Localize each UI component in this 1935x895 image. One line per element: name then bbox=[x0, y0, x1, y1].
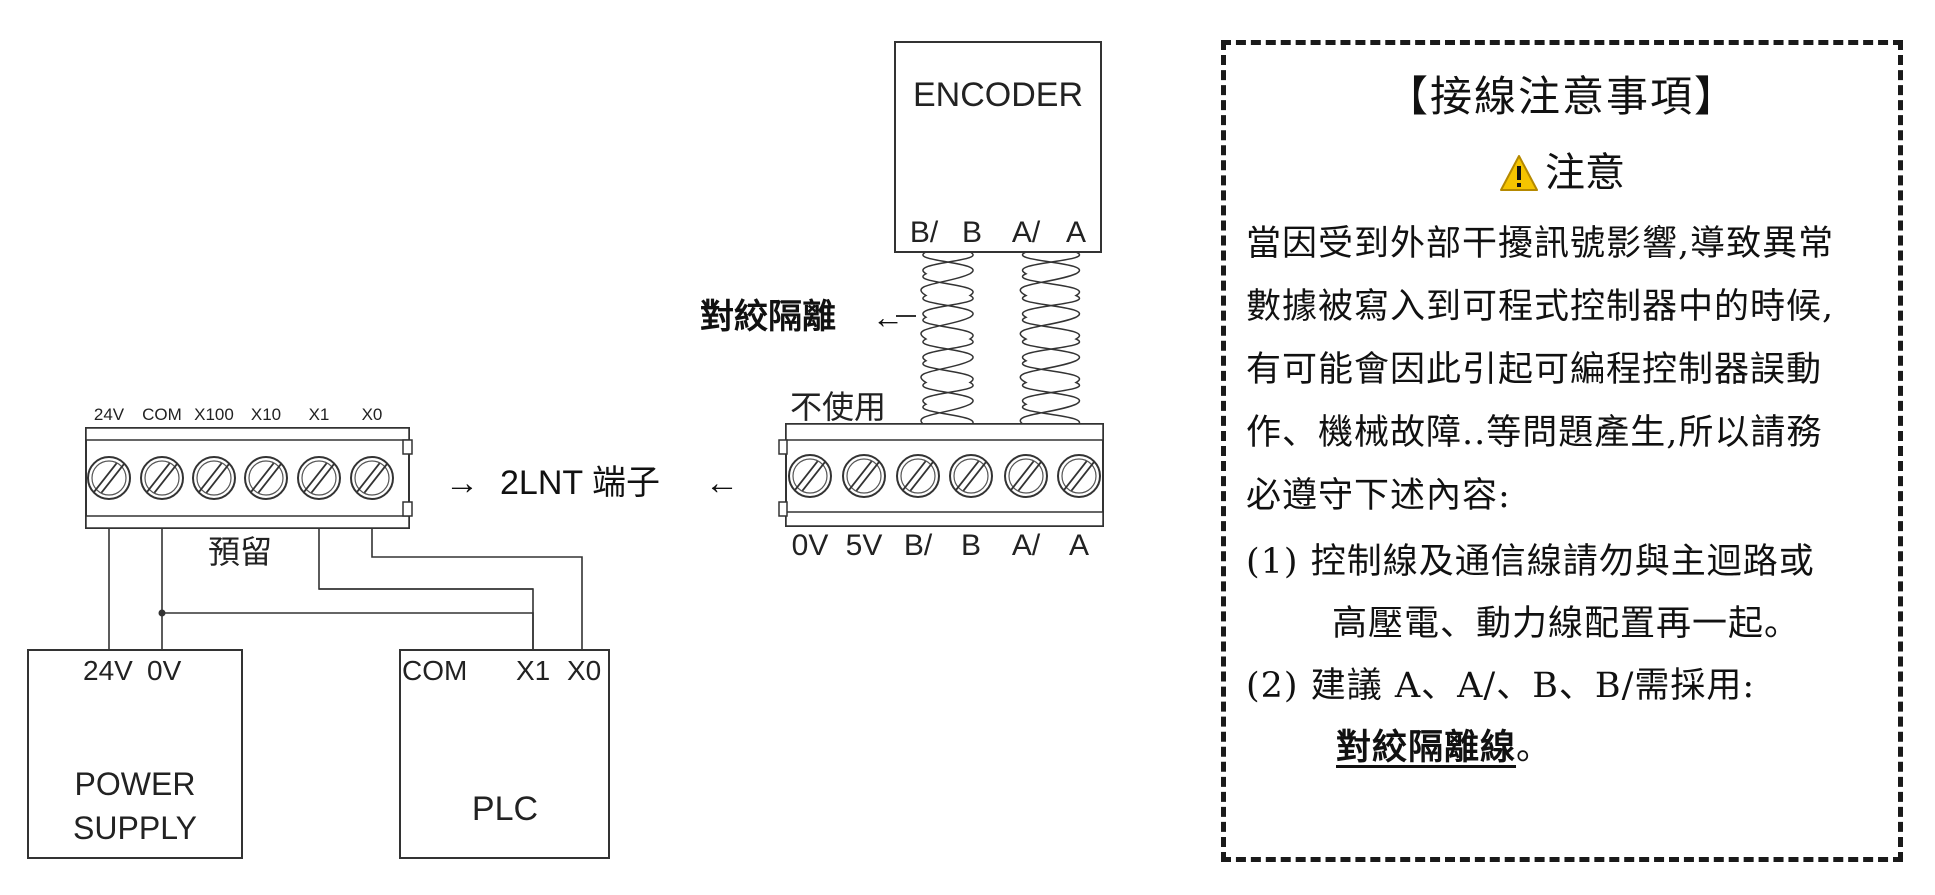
caution-heading: 注意 bbox=[1226, 140, 1898, 198]
notes-item-2: (2) 建議 A、A/、B、B/需採用: bbox=[1246, 655, 1882, 717]
plc-pin-com: COM bbox=[402, 655, 467, 686]
notes-title: 【接線注意事項】 bbox=[1385, 72, 1738, 121]
screw-left-3 bbox=[192, 456, 236, 500]
encoder-pin-b: B bbox=[962, 216, 982, 249]
twisted-pair-label: 對絞隔離 bbox=[700, 297, 836, 337]
junction-dot bbox=[158, 609, 166, 617]
screw-right-1 bbox=[788, 454, 832, 498]
plc-title: PLC bbox=[472, 790, 538, 828]
screw-right-3 bbox=[896, 454, 940, 498]
encoder-box bbox=[894, 41, 1102, 253]
terminal-label-x100: X100 bbox=[194, 405, 234, 424]
plc-box bbox=[399, 649, 610, 859]
item-1-number: (1) bbox=[1246, 542, 1299, 582]
notes-line-5: 必遵守下述內容: bbox=[1246, 476, 1511, 516]
plc-pin-x0: X0 bbox=[567, 655, 601, 686]
notes-line-1: 當因受到外部干擾訊號影響,導致異常 bbox=[1246, 224, 1835, 264]
screw-left-1 bbox=[87, 456, 131, 500]
twisted-pair-b bbox=[920, 251, 974, 427]
item-2-text: 建議 A、A/、B、B/需採用: bbox=[1310, 666, 1756, 706]
encoder-pin-b-bar: B/ bbox=[910, 216, 939, 249]
twisted-cable-emphasis: 對絞隔離線 bbox=[1336, 727, 1517, 768]
item-2-number: (2) bbox=[1246, 666, 1299, 706]
screw-right-5 bbox=[1004, 454, 1048, 498]
terminal-label-0v: 0V bbox=[792, 529, 829, 562]
terminal-label-x0: X0 bbox=[362, 405, 383, 424]
screw-left-5 bbox=[297, 456, 341, 500]
twisted-pair-a bbox=[1019, 251, 1080, 427]
notes-line-2: 數據被寫入到可程式控制器中的時候, bbox=[1246, 287, 1835, 327]
terminal-label-24v: 24V bbox=[94, 405, 125, 424]
wire-x0 bbox=[371, 528, 583, 650]
terminal-name-label: 2LNT 端子 bbox=[500, 464, 660, 502]
wire-com-plc bbox=[162, 612, 534, 650]
terminal-label-5v: 5V bbox=[846, 529, 883, 562]
item-1-continuation: 高壓電、動力線配置再一起。 bbox=[1332, 604, 1801, 644]
item-1-text: 控制線及通信線請勿與主迴路或 bbox=[1310, 542, 1815, 582]
unused-label: 不使用 bbox=[790, 388, 886, 426]
screw-left-4 bbox=[244, 456, 288, 500]
terminal-block-right bbox=[778, 423, 1104, 527]
warning-icon bbox=[1500, 155, 1538, 191]
arrow-left: ← bbox=[705, 464, 739, 502]
reserved-label: 預留 bbox=[208, 533, 272, 571]
encoder-pin-a-bar: A/ bbox=[1012, 216, 1041, 249]
encoder-title: ENCODER bbox=[913, 76, 1083, 114]
arrow-right: → bbox=[445, 464, 479, 502]
terminal-label-a-bar: A/ bbox=[1012, 529, 1041, 562]
screw-right-4 bbox=[949, 454, 993, 498]
notes-item-1: (1) 控制線及通信線請勿與主迴路或 bbox=[1246, 531, 1882, 593]
power-supply-box bbox=[27, 649, 243, 859]
item-2-continuation: 對絞隔離線。 bbox=[1246, 717, 1882, 779]
screw-left-6 bbox=[350, 456, 394, 500]
power-supply-line1: POWER bbox=[75, 766, 196, 802]
notes-body: 當因受到外部干擾訊號影響,導致異常 數據被寫入到可程式控制器中的時候, 有可能會… bbox=[1246, 213, 1882, 528]
terminal-label-com: COM bbox=[142, 405, 182, 424]
notes-line-3: 有可能會因此引起可編程控制器誤動 bbox=[1246, 350, 1823, 390]
terminal-block-left bbox=[85, 427, 413, 529]
terminal-label-x10: X10 bbox=[251, 405, 281, 424]
wiring-diagram: ENCODER B/ B A/ A 對絞隔離 ← 24V COM X100 X1… bbox=[27, 41, 1104, 859]
item-2-tail: 。 bbox=[1516, 728, 1553, 768]
encoder-pin-a: A bbox=[1066, 216, 1086, 249]
terminal-label-b: B bbox=[961, 529, 981, 562]
notes-line-4: 作、機械故障..等問題產生,所以請務 bbox=[1246, 413, 1823, 453]
screw-left-2 bbox=[140, 456, 184, 500]
wiring-notes-panel: 【接線注意事項】 注意 當因受到外部干擾訊號影響,導致異常 數據被寫入到可程式控… bbox=[1221, 40, 1903, 862]
power-pin-0v: 0V bbox=[147, 655, 182, 686]
screw-right-2 bbox=[842, 454, 886, 498]
wires bbox=[108, 528, 583, 650]
terminal-label-x1: X1 bbox=[309, 405, 330, 424]
terminal-label-b-bar: B/ bbox=[904, 529, 933, 562]
caution-text: 注意 bbox=[1545, 150, 1625, 196]
power-supply-line2: SUPPLY bbox=[73, 810, 197, 846]
screw-right-6 bbox=[1057, 454, 1101, 498]
wire-x1 bbox=[318, 528, 533, 590]
notes-list: (1) 控制線及通信線請勿與主迴路或 高壓電、動力線配置再一起。 (2) 建議 … bbox=[1246, 531, 1882, 779]
plc-pin-x1: X1 bbox=[516, 655, 550, 686]
power-pin-24v: 24V bbox=[83, 655, 133, 686]
terminal-label-a: A bbox=[1069, 529, 1089, 562]
